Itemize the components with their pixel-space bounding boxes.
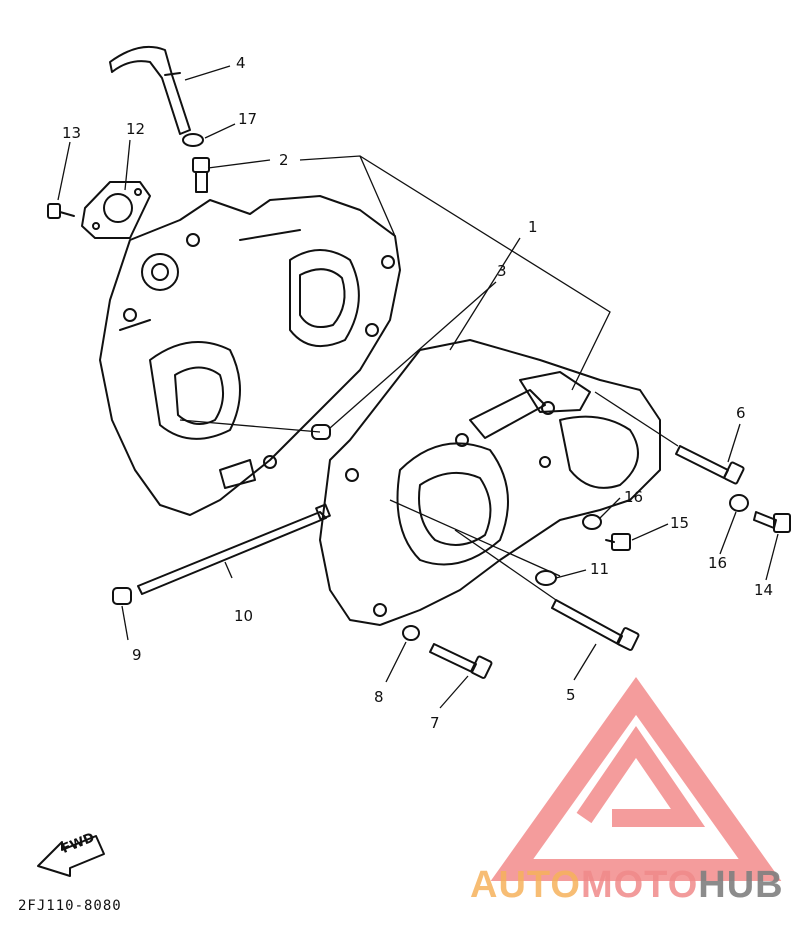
washer-8: [402, 625, 420, 641]
dowel-pin: [311, 424, 331, 440]
bolt-6: [675, 445, 745, 485]
callout-15: 15: [670, 514, 690, 532]
bolt-14: [753, 511, 791, 533]
callout-8: 8: [374, 688, 384, 706]
callout-16a: 16: [624, 488, 644, 506]
callout-12: 12: [126, 120, 146, 138]
breather-hose: [109, 46, 191, 135]
callout-6: 6: [736, 404, 746, 422]
stud-bolt-10: [137, 503, 331, 595]
part-code: 2FJ110-8080: [18, 898, 122, 914]
callout-7: 7: [430, 714, 440, 732]
brand-hub: HUB: [698, 864, 784, 906]
callout-14: 14: [754, 581, 774, 599]
callout-3: 3: [497, 262, 507, 280]
crankcase-left: [99, 195, 401, 516]
bolt-15: [605, 533, 631, 551]
callout-2: 2: [279, 151, 289, 169]
callout-13: 13: [62, 124, 82, 142]
watermark-brand: AUTOMOTOHUB: [470, 866, 784, 904]
leader-lines: [57, 65, 779, 709]
callout-17: 17: [238, 110, 258, 128]
brand-auto: AUTO: [470, 864, 581, 906]
bolt-7: [429, 643, 493, 679]
callout-11: 11: [590, 560, 610, 578]
callout-1: 1: [528, 218, 538, 236]
callout-5: 5: [566, 686, 576, 704]
cap-nut-9: [112, 587, 132, 605]
bolt-13: [47, 203, 75, 219]
watermark-logo: [490, 677, 782, 881]
brand-moto: MOTO: [580, 864, 699, 906]
bolt-5: [551, 599, 640, 651]
fwd-arrow: [37, 835, 105, 877]
callout-4: 4: [236, 54, 246, 72]
washer-16a: [582, 514, 602, 530]
crankcase-right: [319, 339, 661, 626]
gasket: [81, 181, 151, 239]
callout-9: 9: [132, 646, 142, 664]
breather-fitting: [192, 157, 210, 193]
washer-16b: [729, 494, 749, 512]
callout-16b: 16: [708, 554, 728, 572]
callout-10: 10: [234, 607, 254, 625]
hose-clamp: [182, 133, 204, 147]
